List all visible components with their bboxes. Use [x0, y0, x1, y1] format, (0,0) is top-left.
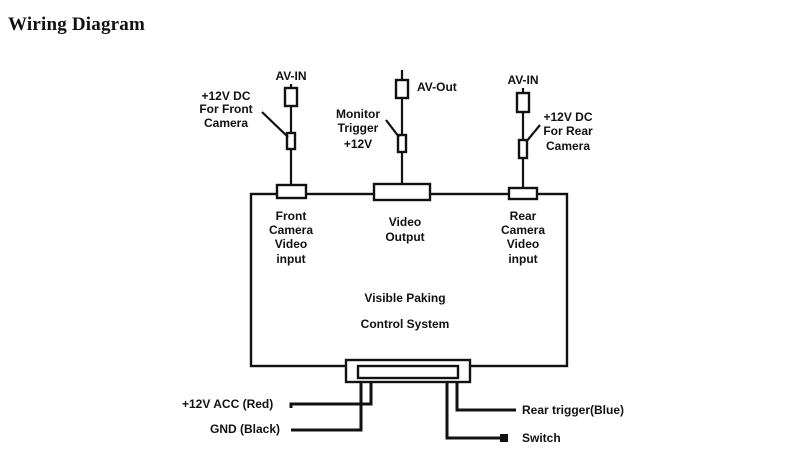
control-box — [249, 192, 569, 368]
acc-wire — [289, 382, 373, 408]
monitor-trigger-label-3: +12V — [344, 137, 372, 151]
front-camera-connector — [261, 84, 308, 200]
front-power-label-2: For Front — [199, 102, 252, 116]
rear-input-label-2: Camera — [501, 223, 545, 237]
rear-power-label-2: For Rear — [543, 124, 593, 138]
monitor-trigger-label-1: Monitor — [336, 107, 380, 121]
rear-power-label-3: Camera — [546, 139, 590, 153]
acc-label: +12V ACC (Red) — [182, 397, 273, 411]
rear-input-label-1: Rear — [510, 209, 537, 223]
switch-label: Switch — [522, 431, 561, 445]
video-output-label-1: Video — [389, 215, 421, 229]
front-input-label-3: Video — [275, 237, 307, 251]
rear-power-lead — [525, 124, 541, 143]
video-output-connector — [372, 70, 432, 202]
rear-trigger-wire — [455, 382, 516, 412]
front-input-label-2: Camera — [269, 223, 313, 237]
rear-power-label-1: +12V DC — [543, 110, 592, 124]
switch-wire — [445, 382, 500, 440]
front-input-label-4: input — [276, 252, 305, 266]
rear-camera-connector — [507, 88, 541, 201]
system-label-1: Visible Paking — [364, 291, 445, 305]
monitor-trigger-label-2: Trigger — [338, 121, 379, 135]
rear-trigger-label: Rear trigger(Blue) — [522, 403, 624, 417]
rear-input-label-3: Video — [507, 237, 539, 251]
front-input-label-1: Front — [276, 209, 307, 223]
system-label-2: Control System — [361, 317, 450, 331]
power-harness-connector — [289, 358, 516, 442]
switch-terminal-icon — [500, 434, 508, 442]
page-title: Wiring Diagram — [8, 14, 146, 35]
front-av-in-label: AV-IN — [275, 69, 306, 83]
gnd-label: GND (Black) — [210, 422, 280, 436]
rear-av-in-label: AV-IN — [507, 73, 538, 87]
monitor-trigger-lead — [385, 119, 400, 138]
front-power-label-3: Camera — [204, 116, 248, 130]
front-power-label-1: +12V DC — [201, 89, 250, 103]
av-out-label: AV-Out — [417, 80, 457, 94]
gnd-wire — [291, 382, 363, 432]
front-power-lead — [261, 111, 289, 138]
rear-input-label-4: input — [508, 252, 537, 266]
video-output-label-2: Output — [385, 230, 424, 244]
